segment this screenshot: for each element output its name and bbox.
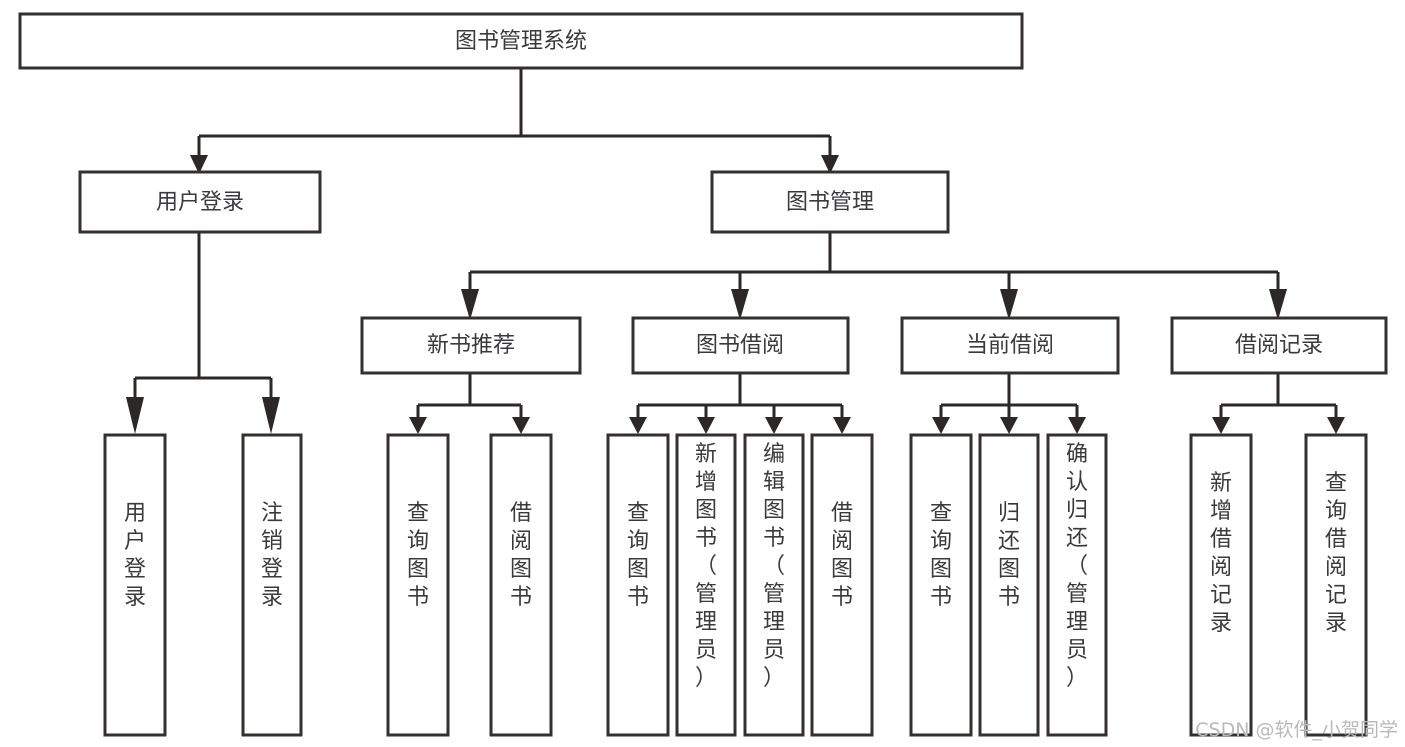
node-leaf-add-book-label: 新增图书（管理员） <box>695 442 717 691</box>
arrow-head-leaf-user-logout <box>262 397 280 434</box>
node-leaf-return-book[interactable]: 归还图书 <box>978 433 1040 737</box>
arrow-head-leaf-query-book-1 <box>409 417 427 434</box>
node-leaf-add-record[interactable]: 新增借阅记录 <box>1189 433 1253 737</box>
node-leaf-borrow-book-1[interactable]: 借阅图书 <box>489 433 553 737</box>
node-book-borrow-box[interactable] <box>631 316 850 375</box>
node-leaf-user-logout-label: 注销登录 <box>261 501 283 610</box>
node-user-login-box[interactable] <box>78 170 322 234</box>
node-leaf-query-book-3-box[interactable] <box>909 433 973 737</box>
connector-group-current-borrow <box>932 373 1086 434</box>
connector-group-user-login <box>126 232 280 434</box>
arrow-head-leaf-confirm-return <box>1068 417 1086 434</box>
node-leaf-query-book-1-label: 查询图书 <box>407 501 429 610</box>
arrow-head-borrow-record <box>1269 289 1287 320</box>
node-current-borrow[interactable]: 当前借阅 <box>900 316 1120 375</box>
node-root[interactable]: 图书管理系统 <box>18 12 1024 70</box>
node-leaf-edit-book-box[interactable] <box>743 433 805 737</box>
node-leaf-user-logout[interactable]: 注销登录 <box>241 433 303 737</box>
node-leaf-user-login-label: 用户登录 <box>124 501 146 610</box>
connector-group-root <box>190 68 839 174</box>
node-leaf-query-book-2-box[interactable] <box>606 433 670 737</box>
connector-group-new-book-recommend <box>409 373 530 434</box>
node-leaf-query-book-1[interactable]: 查询图书 <box>386 433 450 737</box>
node-leaf-query-record[interactable]: 查询借阅记录 <box>1304 433 1368 737</box>
arrow-head-leaf-query-book-2 <box>629 417 647 434</box>
arrow-head-leaf-return-book <box>1000 417 1018 434</box>
node-leaf-add-record-label: 新增借阅记录 <box>1210 471 1232 636</box>
node-leaf-query-book-3-label: 查询图书 <box>930 501 952 610</box>
node-current-borrow-label: 当前借阅 <box>966 333 1054 358</box>
arrow-head-leaf-user-login <box>126 397 144 434</box>
connector-group-borrow-record <box>1212 373 1345 434</box>
node-leaf-borrow-book-1-box[interactable] <box>489 433 553 737</box>
node-leaf-confirm-return-box[interactable] <box>1046 433 1108 737</box>
node-leaf-borrow-book-1-label: 借阅图书 <box>510 501 532 610</box>
node-leaf-user-login[interactable]: 用户登录 <box>103 433 167 737</box>
node-new-book-recommend[interactable]: 新书推荐 <box>360 316 582 375</box>
node-leaf-borrow-book-2[interactable]: 借阅图书 <box>810 433 874 737</box>
connector-group-book-manage <box>461 232 1287 320</box>
node-leaf-return-book-box[interactable] <box>978 433 1040 737</box>
arrow-head-book-borrow <box>731 289 749 320</box>
node-root-box[interactable] <box>18 12 1024 70</box>
node-leaf-query-book-3[interactable]: 查询图书 <box>909 433 973 737</box>
node-leaf-edit-book[interactable]: 编辑图书（管理员） <box>743 433 805 737</box>
arrow-head-user-login <box>190 155 208 174</box>
node-book-borrow-label: 图书借阅 <box>696 333 784 358</box>
arrow-head-leaf-add-book <box>697 417 715 434</box>
arrow-head-current-borrow <box>1000 289 1018 320</box>
node-book-manage[interactable]: 图书管理 <box>710 170 950 234</box>
node-leaf-user-logout-box[interactable] <box>241 433 303 737</box>
node-leaf-query-book-1-box[interactable] <box>386 433 450 737</box>
arrow-head-leaf-query-book-3 <box>932 417 950 434</box>
node-leaf-confirm-return[interactable]: 确认归还（管理员） <box>1046 433 1108 737</box>
watermark-label: CSDN @软件_小贺同学 <box>1195 719 1398 741</box>
arrow-head-leaf-add-record <box>1212 417 1230 434</box>
arrow-head-new-book-recommend <box>461 289 479 320</box>
arrow-head-leaf-borrow-book-2 <box>833 417 851 434</box>
arrow-head-leaf-edit-book <box>765 417 783 434</box>
node-leaf-confirm-return-label: 确认归还（管理员） <box>1066 442 1088 691</box>
node-user-login[interactable]: 用户登录 <box>78 170 322 234</box>
node-leaf-borrow-book-2-label: 借阅图书 <box>831 501 853 610</box>
node-leaf-query-book-2-label: 查询图书 <box>627 501 649 610</box>
node-user-login-label: 用户登录 <box>156 190 244 215</box>
node-book-manage-box[interactable] <box>710 170 950 234</box>
node-new-book-recommend-box[interactable] <box>360 316 582 375</box>
node-borrow-record[interactable]: 借阅记录 <box>1170 316 1388 375</box>
node-leaf-add-record-box[interactable] <box>1189 433 1253 737</box>
node-leaf-query-book-2[interactable]: 查询图书 <box>606 433 670 737</box>
node-leaf-borrow-book-2-box[interactable] <box>810 433 874 737</box>
node-leaf-user-login-box[interactable] <box>103 433 167 737</box>
node-leaf-edit-book-label: 编辑图书（管理员） <box>763 442 785 691</box>
node-leaf-return-book-label: 归还图书 <box>998 501 1020 610</box>
node-leaf-query-record-label: 查询借阅记录 <box>1325 471 1347 636</box>
node-current-borrow-box[interactable] <box>900 316 1120 375</box>
arrow-head-leaf-query-record <box>1327 417 1345 434</box>
node-leaf-query-record-box[interactable] <box>1304 433 1368 737</box>
arrow-head-book-manage <box>821 155 839 174</box>
node-leaf-add-book[interactable]: 新增图书（管理员） <box>675 433 737 737</box>
connector-group-book-borrow <box>629 373 851 434</box>
node-borrow-record-label: 借阅记录 <box>1235 333 1323 358</box>
node-book-borrow[interactable]: 图书借阅 <box>631 316 850 375</box>
node-new-book-recommend-label: 新书推荐 <box>427 333 515 358</box>
node-root-label: 图书管理系统 <box>455 29 587 54</box>
arrow-head-leaf-borrow-book-1 <box>512 417 530 434</box>
node-leaf-add-book-box[interactable] <box>675 433 737 737</box>
node-borrow-record-box[interactable] <box>1170 316 1388 375</box>
node-book-manage-label: 图书管理 <box>786 190 874 215</box>
